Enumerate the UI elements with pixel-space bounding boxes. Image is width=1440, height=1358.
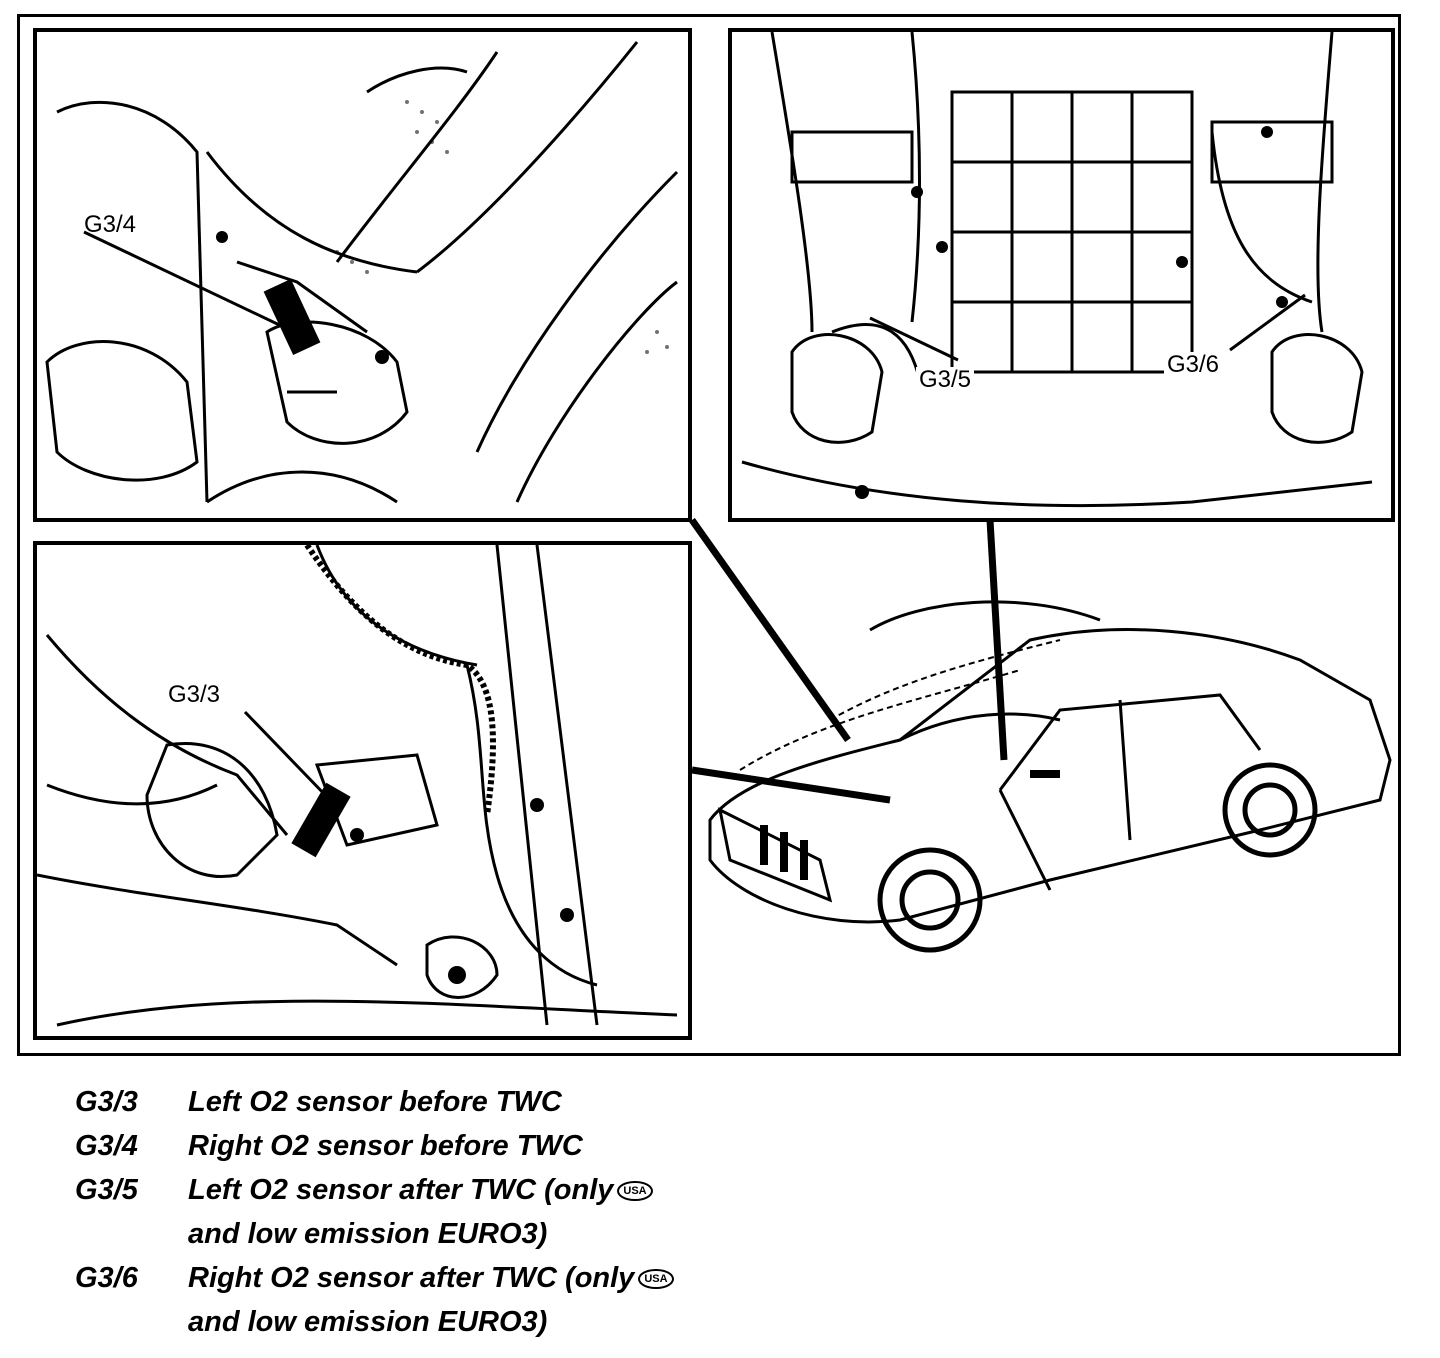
diagram-frame <box>17 14 1401 1056</box>
callout-g3-3: G3/3 <box>165 682 224 708</box>
exhaust-manifold-illustration <box>45 41 679 504</box>
callout-g3-6: G3/6 <box>1164 352 1223 378</box>
usa-badge-icon: USA <box>638 1269 674 1290</box>
detail-panel-rear-sensors: G3/5 G3/6 <box>728 28 1395 522</box>
usa-badge-icon: USA <box>617 1181 653 1202</box>
underbody-catalyst-illustration <box>741 32 1373 508</box>
legend-description: Right O2 sensor before TWC <box>188 1130 583 1162</box>
legend-code: G3/5 <box>75 1174 138 1206</box>
detail-panel-left-front-sensor: G3/3 <box>33 541 692 1040</box>
car-illustration <box>700 600 1400 980</box>
legend-description-continuation: and low emission EURO3) <box>188 1306 548 1338</box>
callout-g3-5: G3/5 <box>916 367 975 393</box>
legend-code: G3/4 <box>75 1130 138 1162</box>
legend-code: G3/6 <box>75 1262 138 1294</box>
legend-description-continuation: and low emission EURO3) <box>188 1218 548 1250</box>
legend-description: Left O2 sensor before TWC <box>188 1086 562 1118</box>
legend-code: G3/3 <box>75 1086 138 1118</box>
exhaust-manifold-left-illustration <box>37 545 678 1027</box>
callout-g3-4: G3/4 <box>81 212 140 238</box>
legend-description: Left O2 sensor after TWC (only <box>188 1174 614 1206</box>
legend-description: Right O2 sensor after TWC (only <box>188 1262 635 1294</box>
detail-panel-right-front-sensor: G3/4 <box>33 28 692 522</box>
